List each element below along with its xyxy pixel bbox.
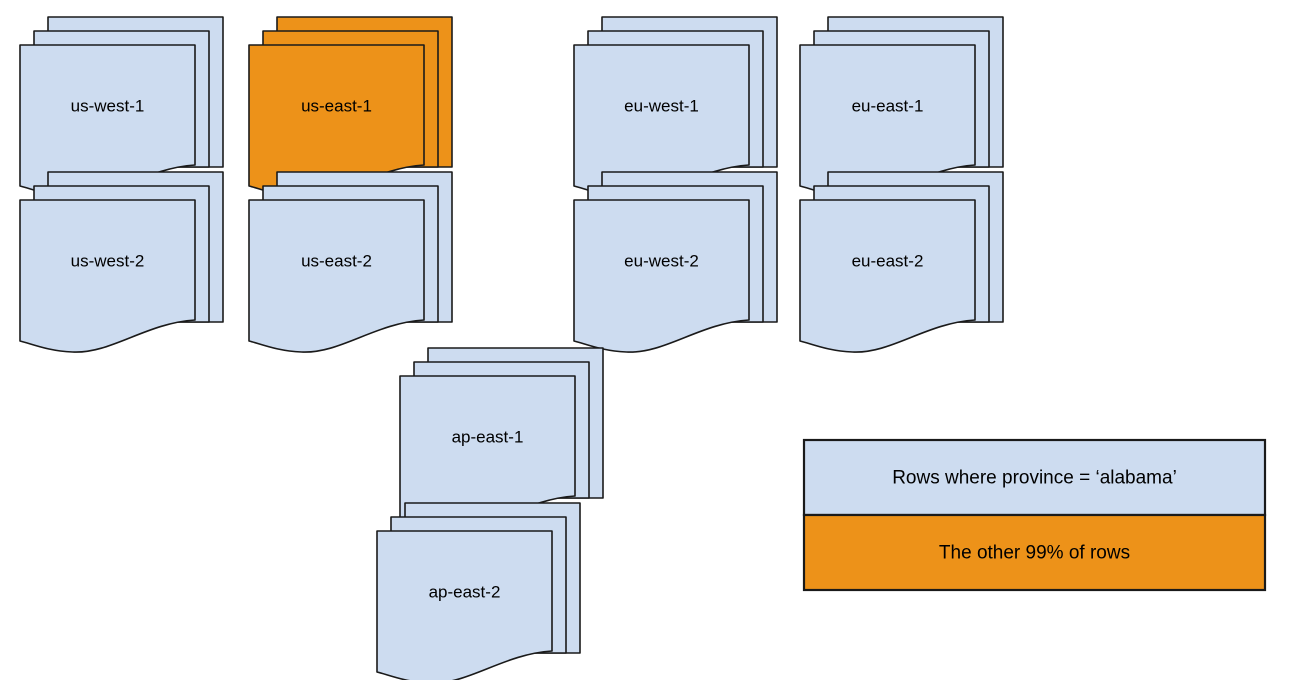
document-stacks-group: us-west-1 us-east-1 eu-west-1 eu-east-1 us-w… bbox=[19, 16, 1004, 680]
stack-label: eu-west-1 bbox=[624, 96, 699, 115]
legend-label: The other 99% of rows bbox=[939, 543, 1130, 564]
stack-label: us-east-2 bbox=[301, 251, 372, 270]
legend-row-alabama: Rows where province = ‘alabama’ bbox=[802, 438, 1267, 517]
stack-label: eu-east-2 bbox=[852, 251, 924, 270]
document-stack-us-east-1[interactable]: us-east-1 bbox=[248, 16, 453, 198]
legend-swatch bbox=[802, 513, 1267, 592]
stack-label: eu-west-2 bbox=[624, 251, 699, 270]
document-stack-ap-east-1[interactable]: ap-east-1 bbox=[399, 347, 604, 529]
stack-front-sheet bbox=[799, 199, 976, 353]
stack-front-sheet bbox=[376, 530, 553, 680]
legend-label: Rows where province = ‘alabama’ bbox=[892, 468, 1177, 489]
document-stack-us-west-1[interactable]: us-west-1 bbox=[19, 16, 224, 198]
document-stack-eu-east-2[interactable]: eu-east-2 bbox=[799, 171, 1004, 353]
stack-front-sheet bbox=[19, 199, 196, 353]
stack-front-sheet bbox=[573, 199, 750, 353]
document-stack-eu-east-1[interactable]: eu-east-1 bbox=[799, 16, 1004, 198]
document-stack-eu-west-1[interactable]: eu-west-1 bbox=[573, 16, 778, 198]
stack-label: us-west-2 bbox=[71, 251, 145, 270]
stack-label: ap-east-2 bbox=[429, 582, 501, 601]
stack-label: us-east-1 bbox=[301, 96, 372, 115]
stack-label: us-west-1 bbox=[71, 96, 145, 115]
document-stack-us-west-2[interactable]: us-west-2 bbox=[19, 171, 224, 353]
document-stack-us-east-2[interactable]: us-east-2 bbox=[248, 171, 453, 353]
legend-row-other-rows: The other 99% of rows bbox=[802, 513, 1267, 592]
stack-label: ap-east-1 bbox=[452, 427, 524, 446]
legend-group: Rows where province = ‘alabama’ The other… bbox=[802, 438, 1267, 592]
document-stack-ap-east-2[interactable]: ap-east-2 bbox=[376, 502, 581, 680]
document-stack-eu-west-2[interactable]: eu-west-2 bbox=[573, 171, 778, 353]
stack-label: eu-east-1 bbox=[852, 96, 924, 115]
stack-front-sheet bbox=[248, 199, 425, 353]
